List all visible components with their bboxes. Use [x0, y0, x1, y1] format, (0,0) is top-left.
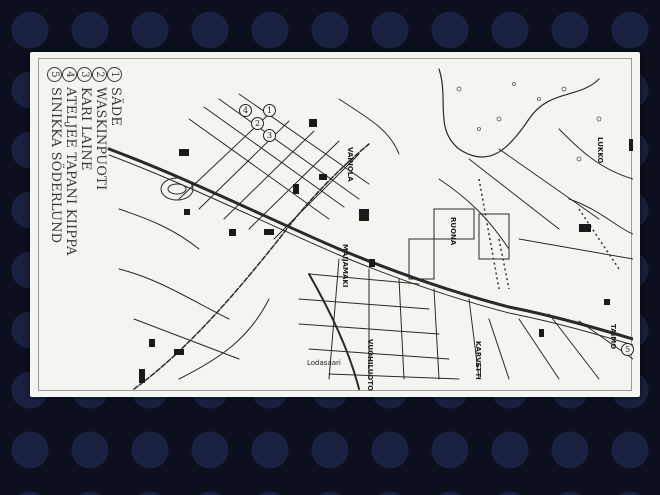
- district-ruona: RUONA: [449, 217, 457, 246]
- marker-4: 4: [239, 104, 252, 117]
- district-lukko: LUKKO: [596, 137, 604, 164]
- marker-5: 5: [621, 343, 634, 356]
- district-maijamaki: MAIJAMAKI: [341, 244, 349, 288]
- marker-3: 3: [263, 129, 276, 142]
- boundaries: [478, 178, 620, 290]
- map-card: VAINOLA RUONA MAIJAMAKI VUOHILUOTO KARVE…: [30, 52, 640, 397]
- place-lodasaari: Lodasaari: [307, 359, 341, 367]
- map-legend: 1SÄDE 2WASKINPUOTI 3KARI LAINE 4ATELJEE …: [39, 59, 125, 392]
- legend-item-1: 1SÄDE: [107, 67, 123, 126]
- legend-item-4: 4ATELJEE TAPANI KIIPPA: [62, 67, 78, 256]
- legend-item-5: 5SINIKKA SÖDERLUND: [47, 67, 63, 243]
- buildings: [139, 119, 633, 383]
- marker-2: 2: [251, 117, 264, 130]
- roads: [107, 68, 633, 390]
- street-map: [107, 68, 633, 390]
- district-vainola: VAINOLA: [346, 147, 354, 182]
- district-karvetti: KARVETTI: [474, 341, 482, 380]
- map-frame: VAINOLA RUONA MAIJAMAKI VUOHILUOTO KARVE…: [38, 58, 634, 392]
- terrain: [456, 82, 602, 162]
- marker-1: 1: [263, 104, 276, 117]
- legend-item-3: 3KARI LAINE: [77, 67, 93, 171]
- district-vuohiluoto: VUOHILUOTO: [366, 339, 374, 392]
- legend-item-2: 2WASKINPUOTI: [92, 67, 108, 190]
- district-taimo: TAIMO: [609, 324, 617, 350]
